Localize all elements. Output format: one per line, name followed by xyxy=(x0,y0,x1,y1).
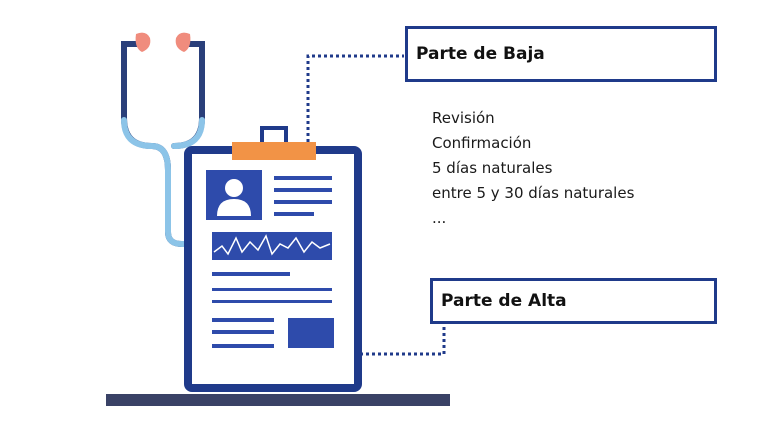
parte-de-alta-label: Parte de Alta xyxy=(441,291,567,311)
step-item: 5 días naturales xyxy=(432,159,553,177)
steps-list: Revisión Confirmación 5 días naturales e… xyxy=(432,106,634,231)
parte-de-baja-box: Parte de Baja xyxy=(405,26,717,82)
stethoscope-icon xyxy=(121,32,205,247)
document-lines xyxy=(274,176,332,216)
heartbeat-chart-icon xyxy=(212,232,332,260)
connector-alta xyxy=(360,324,446,356)
patient-avatar-icon xyxy=(206,170,262,220)
step-item: ... xyxy=(432,209,447,227)
ground-bar xyxy=(106,394,450,406)
parte-de-baja-label: Parte de Baja xyxy=(416,44,545,64)
step-item: entre 5 y 30 días naturales xyxy=(432,184,635,202)
connector-baja xyxy=(306,54,404,142)
parte-de-alta-box: Parte de Alta xyxy=(430,278,717,324)
step-item: Confirmación xyxy=(432,134,532,152)
document-lines-lower xyxy=(212,272,334,348)
step-item: Revisión xyxy=(432,109,495,127)
